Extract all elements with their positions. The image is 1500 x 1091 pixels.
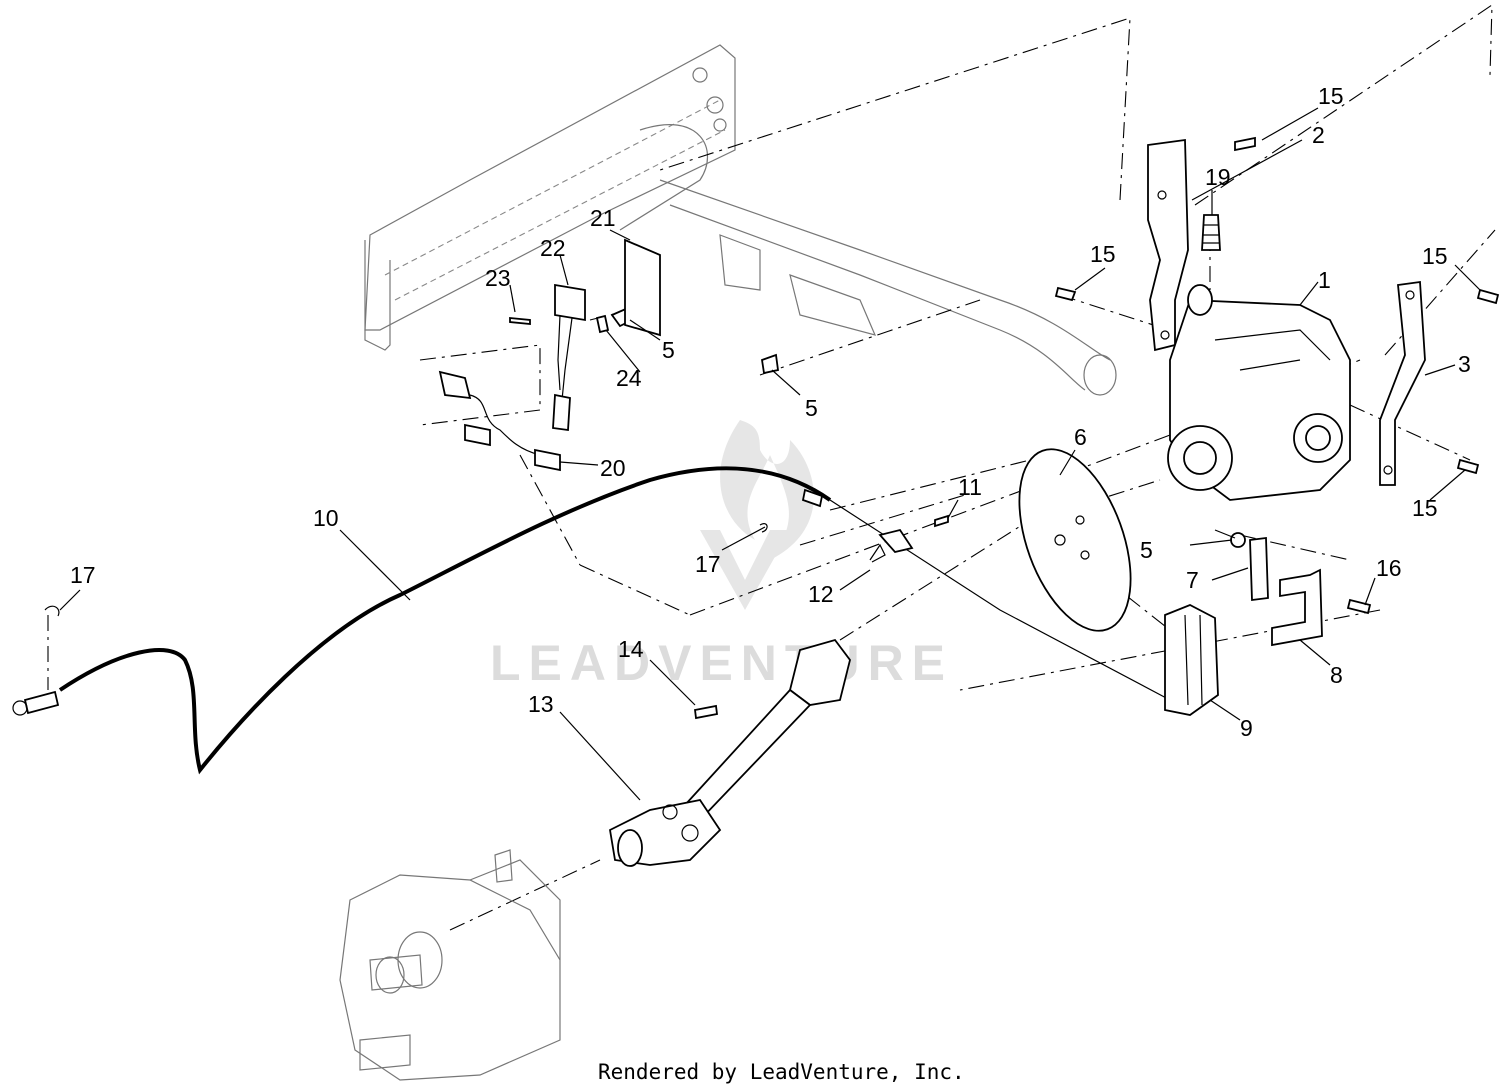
callout-5-mid: 5 [805, 395, 818, 421]
brake-parts [1164, 536, 1323, 716]
frame-ghost [364, 44, 1117, 396]
bolt-14 [694, 704, 718, 720]
fitting-19 [1201, 214, 1221, 251]
callouts: 1 2 3 5 5 5 6 7 8 9 10 11 12 13 14 15 15… [70, 83, 1471, 741]
harness-20 [438, 370, 561, 472]
callout-21: 21 [590, 205, 616, 231]
callout-6: 6 [1074, 424, 1087, 450]
watermark-text: LEADVENTURE [490, 635, 953, 691]
switch-22-wires [557, 314, 573, 401]
callout-14: 14 [618, 636, 644, 662]
callout-17-left: 17 [70, 562, 96, 588]
callout-5-lower: 5 [1140, 537, 1153, 563]
clip-12 [869, 543, 886, 563]
callout-3: 3 [1458, 351, 1471, 377]
transaxle-ghost [339, 849, 561, 1081]
nut-5-lower [1230, 532, 1246, 548]
callout-15-top: 15 [1318, 83, 1344, 109]
plate-21 [624, 238, 661, 337]
bracket-3 [1379, 280, 1426, 486]
callout-2: 2 [1312, 122, 1325, 148]
clip-17-mid [759, 523, 768, 533]
cable-10 [12, 466, 1171, 775]
callout-17-mid: 17 [695, 551, 721, 577]
callout-5-upper: 5 [662, 337, 675, 363]
callout-23: 23 [485, 265, 511, 291]
plate-7 [1249, 536, 1269, 602]
callout-16: 16 [1376, 555, 1402, 581]
callout-24: 24 [616, 365, 642, 391]
switch-22-plug [552, 393, 571, 432]
footer-credit: Rendered by LeadVenture, Inc. [598, 1060, 965, 1084]
callout-13: 13 [528, 691, 554, 717]
callout-1: 1 [1318, 267, 1331, 293]
callout-10: 10 [313, 505, 339, 531]
callout-7: 7 [1186, 567, 1199, 593]
bolt-15-right [1476, 288, 1500, 305]
watermark-flame-icon [720, 420, 814, 560]
callout-20: 20 [600, 455, 626, 481]
watermark: LEADVENTURE [490, 420, 953, 691]
callout-19: 19 [1205, 164, 1231, 190]
bolt-15-top [1234, 136, 1256, 152]
bolt-16 [1346, 598, 1372, 615]
clips [44, 523, 914, 617]
callout-9: 9 [1240, 715, 1253, 741]
callout-12: 12 [808, 581, 834, 607]
callout-8: 8 [1330, 662, 1343, 688]
callout-15-right: 15 [1422, 243, 1448, 269]
callout-15-left: 15 [1090, 241, 1116, 267]
callout-15-lower: 15 [1412, 495, 1438, 521]
clip-24 [595, 314, 610, 334]
driveshaft-13 [609, 638, 851, 867]
pin-11 [934, 514, 949, 528]
caliper-9 [1164, 604, 1219, 716]
clevis [878, 528, 914, 553]
callout-11: 11 [958, 474, 982, 500]
switch-22 [554, 283, 586, 322]
bracket-8 [1271, 568, 1323, 647]
bracket-2 [1147, 138, 1189, 352]
nut-5-mid [760, 353, 780, 375]
bolt-23 [509, 317, 531, 325]
clip-17-left [44, 605, 60, 617]
leader-lines [59, 107, 1481, 801]
bolt-15-lower [1456, 458, 1480, 475]
callout-22: 22 [540, 235, 566, 261]
disc-6 [1018, 448, 1132, 632]
switch-assembly [552, 238, 661, 432]
bolt-15-left [1054, 286, 1077, 302]
gearbox-1 [1167, 284, 1351, 501]
